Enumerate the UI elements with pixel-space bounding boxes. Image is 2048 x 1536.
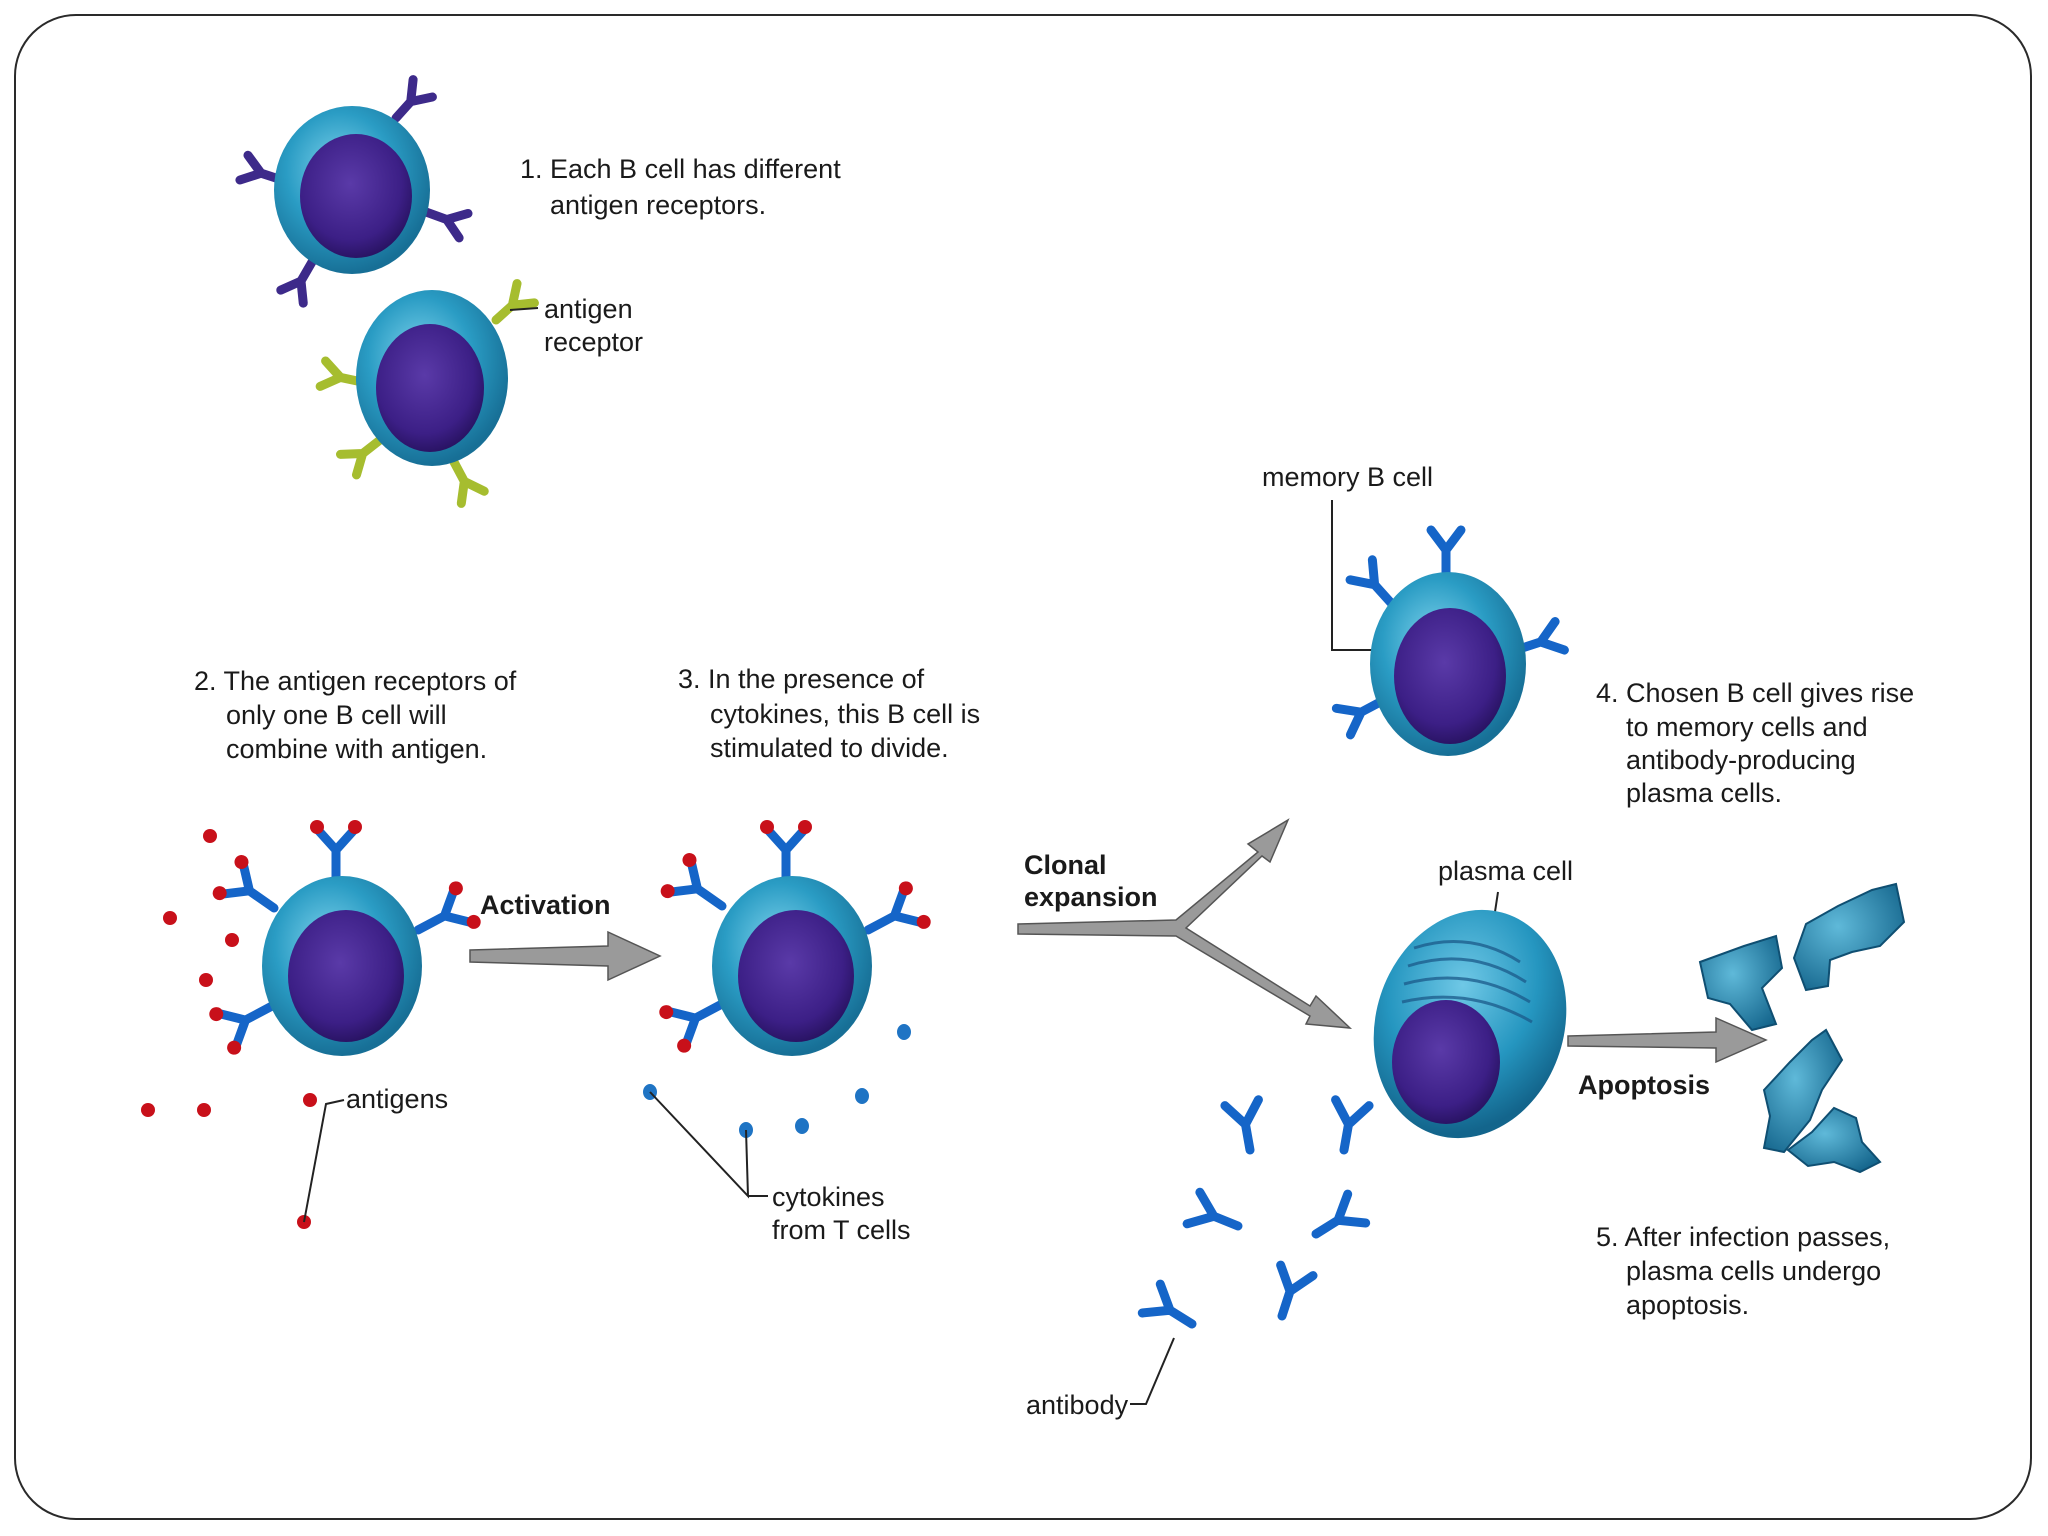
cytokine-dot	[897, 1024, 911, 1040]
antigens-leader	[303, 1099, 345, 1223]
receptor-icon	[276, 257, 317, 308]
receptor-icon	[421, 207, 473, 243]
antibody-icon	[1331, 1095, 1374, 1155]
endoplasmic-reticulum	[1401, 940, 1533, 1024]
memory-b-cell-leader	[1331, 500, 1386, 651]
step5-text: 5. After infection passes, plasma cells …	[1596, 1222, 1898, 1320]
receptor-icon	[391, 75, 437, 123]
antigen-dot	[303, 1093, 317, 1107]
b-cell-green-receptors	[315, 279, 539, 508]
cytokine-dot	[795, 1118, 809, 1134]
cell-fragment	[1792, 882, 1906, 992]
antibody-icon	[212, 855, 279, 913]
receptor-icon	[335, 435, 385, 480]
receptor-icon	[449, 457, 489, 508]
cell-nucleus	[1394, 608, 1506, 744]
stimulated-b-cell	[659, 820, 931, 1056]
antibody-icon	[1220, 1095, 1263, 1155]
antigen-receptor-leader	[509, 307, 539, 311]
antibody-icon	[660, 853, 727, 911]
free-antigens	[141, 829, 317, 1229]
antibody-icon	[760, 820, 812, 885]
cell-nucleus	[1392, 1000, 1500, 1124]
clonal-expansion-label: Clonal expansion	[1024, 850, 1158, 912]
antigens-label: antigens	[346, 1084, 448, 1114]
b-cell-purple-receptors	[235, 75, 473, 308]
antibody-icon	[1182, 1187, 1243, 1231]
antigen-dot	[197, 1103, 211, 1117]
cell-fragment	[1786, 1106, 1882, 1174]
receptor-icon	[491, 279, 539, 325]
receptor-icon	[1426, 525, 1466, 581]
apoptosis-arrow	[1567, 1016, 1768, 1064]
antigen-dot	[199, 973, 213, 987]
antibody-icon	[413, 881, 481, 935]
plasma-cell-label: plasma cell	[1438, 856, 1573, 886]
step3-text: 3. In the presence of cytokines, this B …	[678, 664, 988, 763]
apoptotic-fragments	[1698, 882, 1906, 1174]
cell-nucleus	[376, 324, 484, 452]
apoptosis-label: Apoptosis	[1578, 1070, 1710, 1100]
cytokine-dot	[855, 1088, 869, 1104]
cell-fragment	[1762, 1028, 1844, 1154]
step2-text: 2. The antigen receptors of only one B c…	[194, 666, 524, 764]
cell-nucleus	[300, 134, 412, 258]
antibody-icon	[209, 1001, 277, 1055]
activation-label: Activation	[480, 890, 611, 920]
secreted-antibodies	[1137, 1095, 1374, 1329]
antigen-dot	[225, 933, 239, 947]
receptor-icon	[1345, 555, 1397, 609]
activation-arrow	[469, 930, 662, 982]
antibody-label: antibody	[1026, 1390, 1129, 1420]
antigen-dot	[141, 1103, 155, 1117]
plasma-cell	[1373, 909, 1567, 1139]
clonal-expansion-arrow	[1017, 818, 1353, 1029]
memory-b-cell	[1331, 525, 1569, 756]
antibody-icon	[1276, 1260, 1318, 1321]
antibody-icon	[1311, 1189, 1371, 1239]
antigen-dot	[163, 911, 177, 925]
antigen-receptor-label: antigen receptor	[544, 294, 643, 357]
cell-nucleus	[288, 910, 404, 1042]
cell-nucleus	[738, 910, 854, 1042]
antibody-leader	[1130, 1337, 1175, 1405]
cytokines-label: cytokines from T cells	[772, 1182, 911, 1245]
antibody-icon	[659, 999, 727, 1053]
antigen-dot	[203, 829, 217, 843]
antibody-icon	[310, 820, 362, 885]
step4-text: 4. Chosen B cell gives rise to memory ce…	[1596, 678, 1922, 808]
memory-b-cell-label: memory B cell	[1262, 462, 1433, 492]
cytokines-leader	[649, 1091, 768, 1199]
cell-fragment	[1698, 934, 1784, 1032]
step1-text: 1. Each B cell has different antigen rec…	[520, 154, 848, 220]
antibody-icon	[863, 881, 931, 935]
antibody-icon	[1137, 1279, 1197, 1329]
activated-b-cell	[209, 820, 481, 1056]
